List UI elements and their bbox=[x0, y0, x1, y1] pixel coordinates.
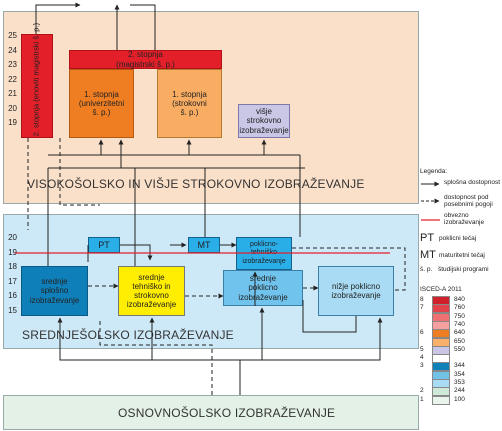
general-upper-secondary-box: srednje splošno izobraževanje bbox=[21, 266, 88, 316]
secondary-age-tick-17: 17 bbox=[8, 276, 17, 286]
first-cycle-university-label: 1. stopnja (univerzitetni š. p.) bbox=[78, 89, 125, 118]
basic-education-band bbox=[3, 395, 419, 430]
legend-conditional-label: dostopnost pod posebnimi pogoji bbox=[444, 194, 493, 209]
mt-box: MT bbox=[188, 237, 220, 253]
technical-secondary-label: srednje tehniško in strokovno izobraževa… bbox=[126, 272, 177, 310]
short-vocational-box: nižje poklicno izobraževanje bbox=[318, 266, 394, 316]
legend-mt-abbr: MT bbox=[420, 249, 436, 261]
conditional-to-university bbox=[59, 138, 100, 206]
higher-age-tick-20: 20 bbox=[8, 103, 17, 113]
secondary-age-tick-18: 18 bbox=[8, 262, 17, 271]
arrow-to-third-cycle bbox=[35, 2, 81, 34]
secondary-age-tick-16: 16 bbox=[8, 291, 17, 300]
isced-level: 3 bbox=[420, 362, 424, 370]
legend-solid-arrow-icon bbox=[421, 181, 440, 187]
isced-code: 640 bbox=[454, 329, 465, 337]
isced-code: 550 bbox=[454, 345, 465, 353]
higher-vocational-label: višje strokovno izobraževanje bbox=[239, 107, 289, 135]
short-voc-to-voc bbox=[302, 300, 357, 333]
isced-code: 100 bbox=[454, 395, 465, 403]
conditional-short-voc bbox=[292, 247, 406, 291]
isced-code: 344 bbox=[454, 362, 465, 370]
legend-pt-text: poklicni tečaj bbox=[439, 235, 477, 242]
higher-education-label: VISOKOŠOLSKO IN VIŠJE STROKOVNO IZOBRAŽE… bbox=[27, 177, 365, 191]
higher-age-tick-24: 24 bbox=[8, 45, 17, 55]
pt-to-technical bbox=[120, 244, 153, 261]
technical-secondary-box: srednje tehniško in strokovno izobraževa… bbox=[118, 266, 185, 316]
higher-age-tick-25: 25 bbox=[8, 31, 17, 40]
isced-code: 244 bbox=[454, 387, 465, 395]
first-cycle-professional-label: 1. stopnja (strokovni š. p.) bbox=[172, 89, 207, 118]
isced-code: 650 bbox=[454, 337, 465, 345]
higher-age-tick-21: 21 bbox=[8, 89, 17, 98]
isced-level: 2 bbox=[420, 387, 424, 395]
legend-title: Legenda: bbox=[420, 168, 448, 175]
isced-level: 7 bbox=[420, 304, 424, 312]
legend-general-access-label: splošna dostopnost bbox=[444, 179, 501, 186]
isced-level: 6 bbox=[420, 329, 424, 337]
general-upper-secondary-label: srednje splošno izobraževanje bbox=[29, 277, 80, 305]
secondary-vocational-label: srednje poklicno izobraževanje bbox=[238, 274, 288, 302]
secondary-age-tick-15: 15 bbox=[8, 305, 17, 315]
isced-code: 760 bbox=[454, 304, 465, 312]
legend-pt: PT poklicni tečaj bbox=[420, 232, 500, 244]
conditional-basic-general bbox=[99, 318, 213, 395]
legend-dashed-arrow-icon bbox=[421, 198, 440, 204]
isced-code: 353 bbox=[454, 379, 465, 386]
pt-label: PT bbox=[98, 239, 110, 250]
secondary-education-label: SREDNJEŠOLSKO IZOBRAŽEVANJE bbox=[22, 328, 234, 342]
legend-sp-text: študijski programi bbox=[438, 266, 489, 273]
legend-sp-abbr: š. p. bbox=[420, 266, 433, 273]
isced-code: 750 bbox=[454, 312, 465, 320]
secondary-age-tick-19: 19 bbox=[8, 247, 17, 257]
secondary-age-tick-20: 20 bbox=[8, 233, 17, 242]
first-cycle-university-box: 1. stopnja (univerzitetni š. p.) bbox=[69, 69, 134, 138]
isced-level: 5 bbox=[420, 345, 424, 353]
legend-sp: š. p. študijski programi bbox=[420, 266, 500, 276]
basic-to-general bbox=[57, 317, 241, 395]
short-vocational-label: nižje poklicno izobraževanje bbox=[331, 281, 381, 300]
legend-mt: MT maturitetni tečaj bbox=[420, 249, 500, 261]
isced-level: 1 bbox=[420, 395, 424, 403]
isced-title: ISCED-A 2011 bbox=[420, 286, 462, 293]
legend-conditional-access: dostopnost pod posebnimi pogoji bbox=[420, 194, 500, 212]
arrow-second-cycle-up-right bbox=[130, 4, 156, 50]
second-cycle-uniform-master-box: 2. stopnja (enoviti magistrski š. p.) bbox=[21, 23, 53, 138]
higher-vocational-box: višje strokovno izobraževanje bbox=[238, 104, 290, 138]
legend-compulsory-label: obvezno izobraževanje bbox=[444, 212, 485, 227]
legend-general-access: splošna dostopnost bbox=[420, 178, 500, 194]
legend-red-line-icon bbox=[421, 219, 440, 221]
higher-age-tick-23: 23 bbox=[8, 60, 17, 69]
first-cycle-professional-box: 1. stopnja (strokovni š. p.) bbox=[157, 69, 222, 138]
basic-education-label: OSNOVNOŠOLSKO IZOBRAŽEVANJE bbox=[118, 406, 336, 420]
isced-code: 354 bbox=[454, 370, 465, 378]
higher-age-tick-19: 19 bbox=[8, 118, 17, 127]
second-cycle-master-label: 2. stopnja (magistrski š. p.) bbox=[116, 50, 175, 69]
isced-level: 8 bbox=[420, 296, 424, 303]
isced-code: 840 bbox=[454, 296, 465, 303]
mt-label: MT bbox=[197, 239, 211, 250]
second-cycle-master-box: 2. stopnja (magistrski š. p.) bbox=[69, 50, 222, 69]
isced-level: 4 bbox=[420, 354, 424, 362]
secondary-vocational-box: srednje poklicno izobraževanje bbox=[223, 270, 303, 306]
isced-code: 740 bbox=[454, 320, 465, 328]
higher-age-tick-22: 22 bbox=[8, 74, 17, 84]
legend-compulsory: obvezno izobraževanje bbox=[420, 212, 500, 228]
basic-to-short-voc bbox=[240, 317, 383, 361]
isced-swatch bbox=[432, 395, 450, 405]
legend-mt-text: maturitetni tečaj bbox=[439, 252, 485, 259]
legend-pt-abbr: PT bbox=[420, 232, 435, 244]
